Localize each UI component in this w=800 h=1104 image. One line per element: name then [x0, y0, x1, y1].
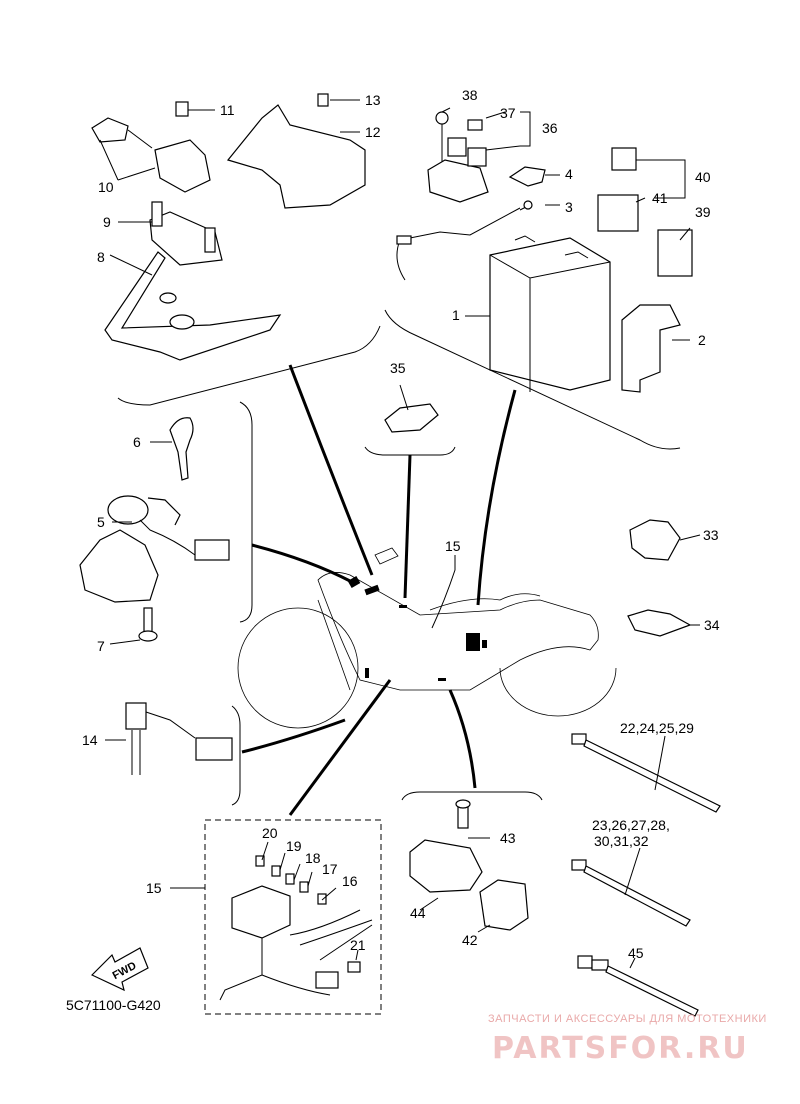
callout-41: 41 [652, 190, 668, 206]
clamp-33 [629, 519, 681, 561]
callout-9: 9 [103, 214, 111, 230]
location-marker-relay [482, 640, 487, 648]
leader-clamp [403, 454, 412, 599]
callout-44: 44 [410, 905, 426, 921]
callout-37: 37 [500, 105, 516, 121]
callout-4: 4 [565, 166, 573, 182]
callout-38: 38 [462, 87, 478, 103]
callout-36-bracket [520, 111, 531, 147]
leader-main-switch [251, 543, 353, 584]
front-wheel [237, 607, 359, 729]
main-switch [79, 495, 230, 603]
diagram-code: 5C71100-G420 [66, 997, 161, 1013]
callout-7: 7 [97, 638, 105, 654]
wire-harness-detail-box [204, 819, 382, 1015]
switch-screw [138, 607, 158, 642]
cable-tie-long [571, 733, 721, 813]
leader-harness [288, 679, 392, 816]
callout-15-motorcycle: 15 [445, 538, 461, 554]
callout-19: 19 [286, 838, 302, 854]
location-leaders [241, 364, 517, 816]
relay-and-bracket [409, 799, 529, 931]
leader-relay-group [448, 689, 477, 789]
top-right-group-bracket [384, 309, 681, 450]
clamp-35 [384, 403, 439, 433]
callout-42: 42 [462, 932, 478, 948]
callout-22-24-25-29: 22,24,25,29 [620, 720, 694, 736]
left-group-bracket [239, 401, 253, 623]
callout-1: 1 [452, 307, 460, 323]
clamp-group-bracket [364, 446, 456, 456]
leader-top-left-group [288, 364, 374, 576]
callout-39: 39 [695, 204, 711, 220]
leader-battery-group [476, 389, 517, 606]
callout-10: 10 [98, 179, 114, 195]
location-marker-clamp [399, 605, 407, 608]
callout-45: 45 [628, 945, 644, 961]
callout-21: 21 [350, 937, 366, 953]
forward-arrow [90, 947, 149, 992]
callout-43: 43 [500, 830, 516, 846]
location-marker-switch [364, 584, 380, 596]
switch-group-bracket [231, 705, 241, 806]
seat [429, 593, 541, 611]
callout-2: 2 [698, 332, 706, 348]
top-left-group-bracket [117, 325, 381, 406]
battery-lead [396, 200, 533, 281]
callout-12: 12 [365, 124, 381, 140]
relay-group-bracket [401, 791, 543, 801]
callout-36: 36 [542, 120, 558, 136]
neutral-switch [125, 702, 233, 775]
battery [489, 235, 611, 392]
callout-3: 3 [565, 199, 573, 215]
cable-band [577, 955, 699, 1017]
callout-30-31-32: 30,31,32 [594, 833, 649, 849]
location-marker-front [347, 576, 361, 588]
callout-8: 8 [97, 249, 105, 265]
clamp-34 [627, 609, 692, 637]
watermark-tagline: ЗАПЧАСТИ И АКСЕССУАРЫ ДЛЯ МОТОТЕХНИКИ [488, 1013, 767, 1025]
battery-band [621, 304, 681, 393]
callout-6: 6 [133, 434, 141, 450]
parts [79, 93, 721, 1017]
location-marker-fork [365, 668, 369, 678]
watermark-logo: PARTSFOR.RU [492, 1031, 749, 1066]
location-marker-harness [438, 678, 446, 681]
callout-leaders [99, 99, 701, 969]
callout-40-bracket [625, 159, 686, 199]
callout-15-detail: 15 [146, 880, 162, 896]
callout-5: 5 [97, 514, 105, 530]
callout-34: 34 [704, 617, 720, 633]
callout-35: 35 [390, 360, 406, 376]
cable-tie-short [571, 859, 691, 927]
relays [597, 147, 693, 277]
key [169, 417, 194, 481]
location-marker-battery [466, 633, 480, 651]
watermark: ЗАПЧАСТИ И АКСЕССУАРЫ ДЛЯ МОТОТЕХНИКИ PA… [488, 1013, 767, 1066]
callout-23-26-27-28: 23,26,27,28, [592, 817, 670, 833]
callout-33: 33 [703, 527, 719, 543]
callout-18: 18 [305, 850, 321, 866]
callout-13: 13 [365, 92, 381, 108]
bracket-assembly [91, 93, 366, 361]
front-fork [317, 599, 351, 691]
callout-17: 17 [322, 861, 338, 877]
rear-wheel [499, 667, 617, 717]
callout-14: 14 [82, 732, 98, 748]
frame-body [317, 572, 599, 691]
callout-labels: 1 2 3 4 5 6 7 8 9 10 11 12 13 14 15 15 1… [82, 87, 720, 961]
callout-20: 20 [262, 825, 278, 841]
starter-relay [427, 111, 489, 203]
terminal-cover [508, 166, 546, 187]
motorcycle-outline [237, 547, 617, 729]
group-brackets [117, 111, 686, 1015]
callout-40: 40 [695, 169, 711, 185]
leader-neutral-switch [241, 718, 346, 754]
harness-detail [219, 855, 373, 1001]
callout-16: 16 [342, 873, 358, 889]
handlebar-outline [374, 547, 399, 565]
callout-11: 11 [220, 102, 235, 118]
